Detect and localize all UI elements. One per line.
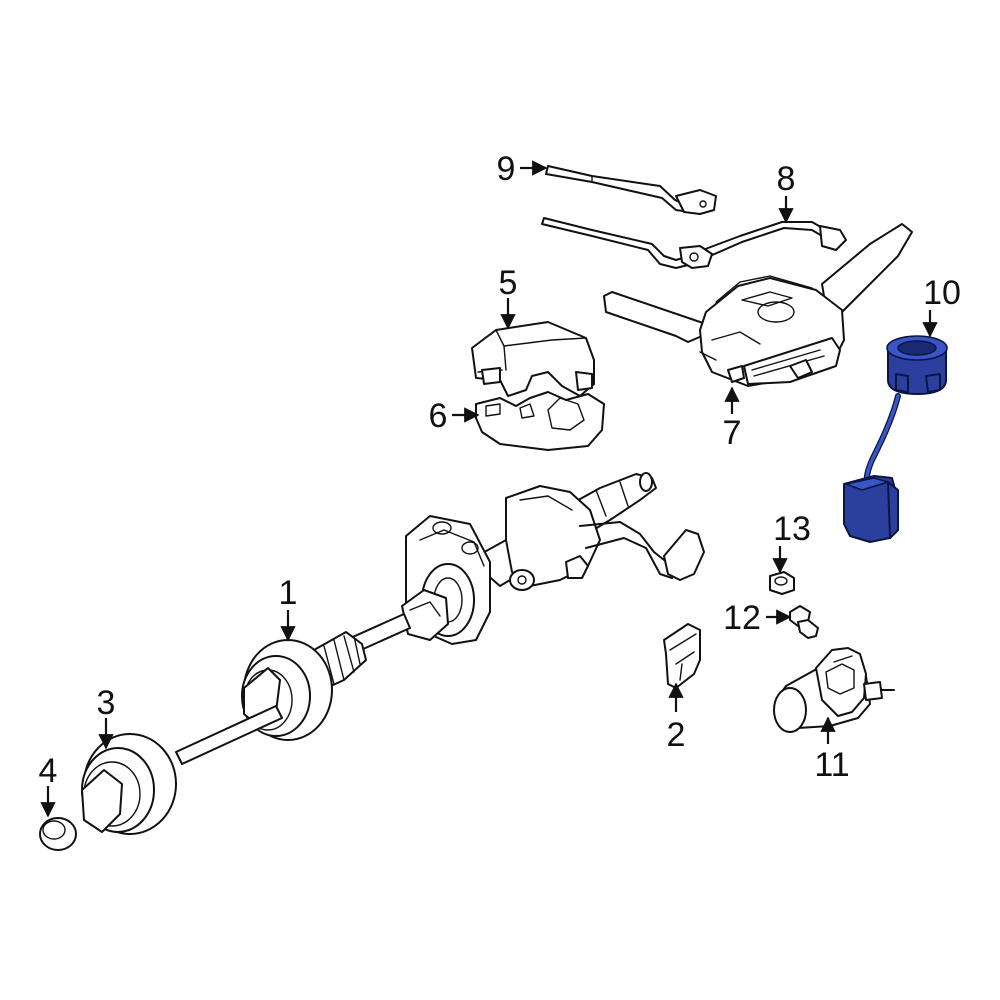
callout-labels: 1 2 3 4 5 6 7 8 9 10 11 12 13 <box>39 150 961 790</box>
part-2-bracket[interactable] <box>663 623 701 689</box>
part-13-nut[interactable] <box>769 571 795 595</box>
part-9-lever-rod[interactable] <box>545 165 717 215</box>
callout-9: 9 <box>497 150 516 188</box>
steering-column-assembly <box>175 472 705 765</box>
part-5-upper-shroud[interactable] <box>471 321 595 397</box>
callout-3: 3 <box>97 684 116 722</box>
callout-8: 8 <box>777 160 796 198</box>
callout-2: 2 <box>667 716 686 754</box>
part-4-cap[interactable] <box>39 817 77 851</box>
callout-5: 5 <box>499 264 518 302</box>
part-11-lock-housing[interactable] <box>773 647 895 733</box>
part-3-lower-boot[interactable] <box>81 733 177 835</box>
callout-6: 6 <box>429 397 448 435</box>
part-10-ignition-switch[interactable] <box>843 335 948 543</box>
part-8-lever-rod[interactable] <box>541 217 847 269</box>
callout-10: 10 <box>923 274 961 312</box>
callout-11: 11 <box>814 746 849 784</box>
part-6-lower-shroud[interactable] <box>475 391 605 451</box>
part-7-combination-switch[interactable] <box>603 223 913 387</box>
callout-12: 12 <box>723 599 761 637</box>
callout-4: 4 <box>39 752 58 790</box>
callout-13: 13 <box>773 510 811 548</box>
callout-arrows <box>40 160 938 818</box>
part-12-bolt[interactable] <box>789 605 819 639</box>
callout-7: 7 <box>723 414 742 452</box>
callout-1: 1 <box>279 574 298 612</box>
